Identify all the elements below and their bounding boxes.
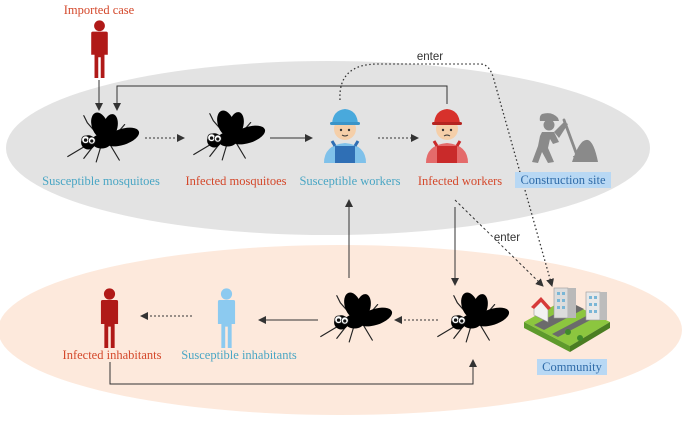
construction-site-label: Construction site	[520, 173, 606, 187]
enter-top-label: enter	[417, 51, 443, 63]
imported-case-label: Imported case	[64, 3, 135, 17]
susceptible-workers-label: Susceptible workers	[299, 174, 400, 188]
infected-worker-icon	[426, 109, 468, 163]
infected-workers-label: Infected workers	[418, 174, 502, 188]
arrow-inhabitant-to-mosquito	[109, 359, 477, 385]
arrow-infected-worker-to-mosquito	[113, 85, 448, 111]
imported-case-person-icon	[91, 20, 108, 78]
infected-inhabitants-label: Infected inhabitants	[63, 348, 162, 362]
infected-mosquitoes-label: Infected mosquitoes	[185, 174, 286, 188]
community-label-bg	[537, 359, 607, 375]
community-label: Community	[542, 360, 602, 374]
construction-site-label-bg	[515, 172, 611, 188]
susceptible-mosquitoes-label: Susceptible mosquitoes	[42, 174, 160, 188]
enter-mid-label: enter	[494, 232, 520, 244]
community-icon	[524, 287, 610, 352]
arrow-enter-mid	[454, 199, 544, 287]
community-region	[0, 245, 682, 415]
susceptible-inhabitants-label: Susceptible inhabitants	[181, 348, 297, 362]
susceptible-worker-icon	[324, 109, 366, 163]
construction-site-region	[6, 61, 650, 235]
